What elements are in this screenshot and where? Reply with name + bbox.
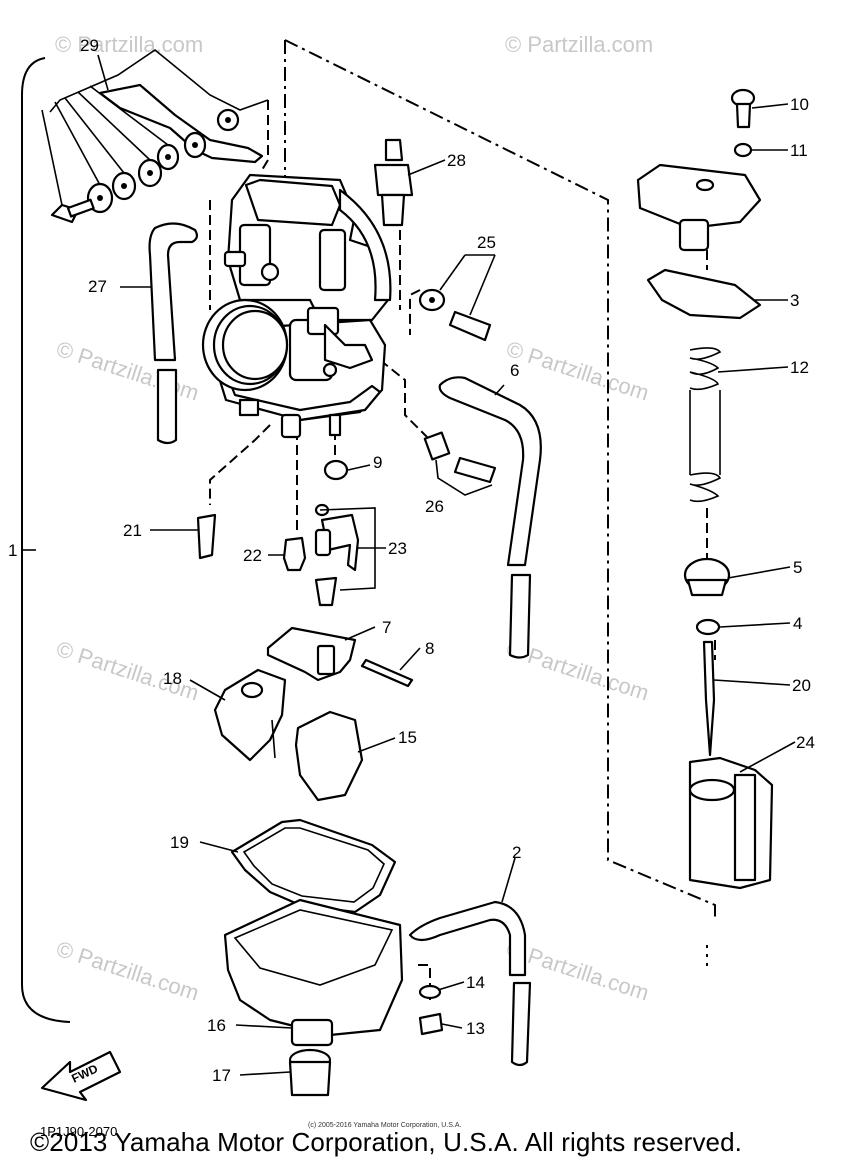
callout-11: 11 — [790, 141, 808, 160]
part-2-hose — [408, 900, 532, 1067]
part-16-float-bowl — [223, 898, 404, 1047]
part-cover — [636, 163, 762, 252]
callout-9: 9 — [373, 453, 382, 472]
callout-5: 5 — [793, 558, 802, 577]
part-28-starter-plunger — [373, 138, 414, 227]
footer-copyright: ©2013 Yamaha Motor Corporation, U.S.A. A… — [30, 1127, 742, 1157]
callout-20: 20 — [792, 676, 811, 695]
callout-14: 14 — [466, 973, 485, 992]
callout-23: 23 — [388, 539, 407, 558]
callout-13: 13 — [466, 1019, 485, 1038]
callout-10: 10 — [790, 95, 809, 114]
callout-24: 24 — [796, 733, 815, 752]
watermark: © Partzilla.com — [53, 336, 202, 406]
watermark: © Partzilla.com — [55, 32, 203, 57]
callout-2: 2 — [512, 843, 521, 862]
callout-6: 6 — [510, 361, 519, 380]
callout-28: 28 — [447, 151, 466, 170]
small-copyright: (c) 2005-2016 Yamaha Motor Corporation, … — [308, 1122, 461, 1129]
part-5-seat — [683, 557, 731, 597]
leader-lines — [97, 54, 796, 1076]
callout-18: 18 — [163, 669, 182, 688]
part-24-throttle-valve — [688, 756, 774, 890]
callout-17: 17 — [212, 1066, 231, 1085]
callout-22: 22 — [243, 546, 262, 565]
watermark: © Partzilla.com — [503, 336, 652, 406]
float-and-pin — [266, 626, 414, 688]
part-27-hose — [148, 222, 199, 445]
part-25-pilot-screw — [418, 254, 496, 342]
part-19-gasket — [230, 818, 397, 914]
callout-15: 15 — [398, 728, 417, 747]
part-12-spring — [689, 347, 722, 503]
part-14-washer — [418, 984, 442, 1000]
figure-code: 1P1J90-2070 — [40, 1124, 117, 1139]
callout-21: 21 — [123, 521, 142, 540]
part-10-screw — [730, 88, 756, 129]
fwd-arrow-icon: FWD — [40, 1050, 122, 1102]
callout-12: 12 — [790, 358, 809, 377]
part-29-bracket-washers — [41, 49, 269, 224]
watermark: © Partzilla.com — [505, 32, 653, 57]
callout-26: 26 — [425, 497, 444, 516]
watermark: © Partzilla.com — [53, 936, 202, 1006]
callout-25: 25 — [477, 233, 496, 252]
assembly-bracket — [21, 57, 71, 1023]
float-halves — [213, 668, 364, 802]
callout-1: 1 — [8, 541, 17, 560]
part-6-hose — [438, 376, 542, 659]
part-20-needle — [702, 640, 716, 757]
part-11-washer — [733, 142, 753, 158]
callout-8: 8 — [425, 639, 434, 658]
jets-group — [196, 459, 376, 607]
callout-3: 3 — [790, 291, 799, 310]
part-13-screw — [418, 1012, 444, 1036]
part-4-clip — [695, 618, 721, 636]
callout-4: 4 — [793, 614, 802, 633]
part-3-gasket — [646, 268, 762, 320]
callout-19: 19 — [170, 833, 189, 852]
part-26-throttle-stop-screw — [423, 431, 497, 496]
callout-7: 7 — [382, 618, 391, 637]
carburetor-body — [201, 173, 392, 439]
callout-16: 16 — [207, 1016, 226, 1035]
callouts: 29 27 28 25 6 9 26 23 22 21 1 7 8 18 15 … — [8, 36, 815, 1085]
callout-27: 27 — [88, 277, 107, 296]
callout-29: 29 — [80, 36, 99, 55]
part-17-drain-plug — [288, 1048, 332, 1097]
